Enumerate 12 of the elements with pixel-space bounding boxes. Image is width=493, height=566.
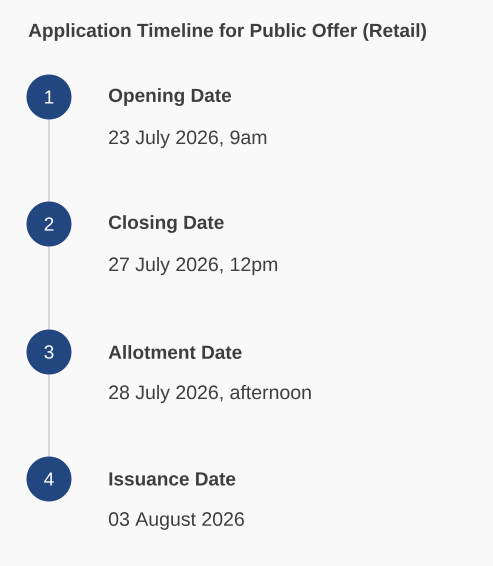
date-text: 27 July 2026, 12pm (109, 256, 278, 276)
step-heading: Opening Date (108, 88, 232, 106)
title: Application Timeline for Public Offer (Retail) (28, 23, 426, 41)
step-heading: Closing Date (108, 215, 224, 233)
connector-line (48, 374, 50, 457)
date-text: 03 August 2026 (108, 512, 244, 530)
step-heading: Allotment Date (108, 345, 242, 359)
step-heading: Issuance Date (109, 472, 236, 486)
date-text: 28 July 2026, afternoon (109, 384, 311, 404)
connector-line (48, 246, 50, 330)
connector-line (48, 119, 50, 202)
date-text: 23 July 2026, 9am (109, 130, 266, 148)
